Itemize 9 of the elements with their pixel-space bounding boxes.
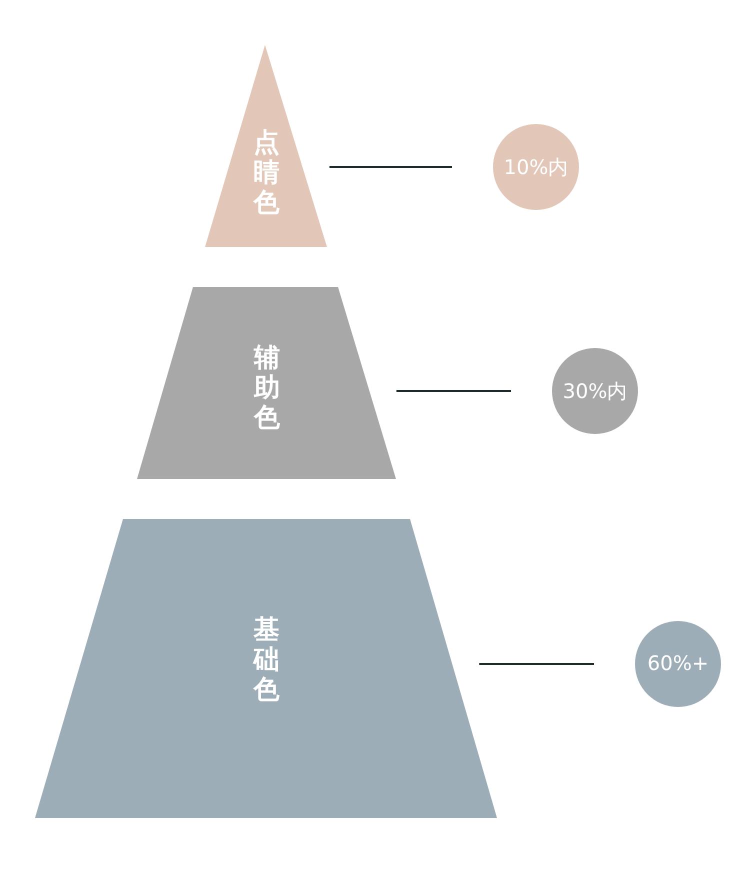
connector-line [479,663,594,665]
percentage-label: 30%内 [562,378,628,405]
connector-line [329,166,452,168]
tier-label: 辅助色 [252,343,281,433]
connector-line [396,390,511,392]
percentage-label: 10%内 [502,154,570,181]
tier-label: 点睛色 [252,128,280,218]
tier-label: 基础色 [252,615,280,705]
percentage-label: 60%+ [646,651,710,675]
